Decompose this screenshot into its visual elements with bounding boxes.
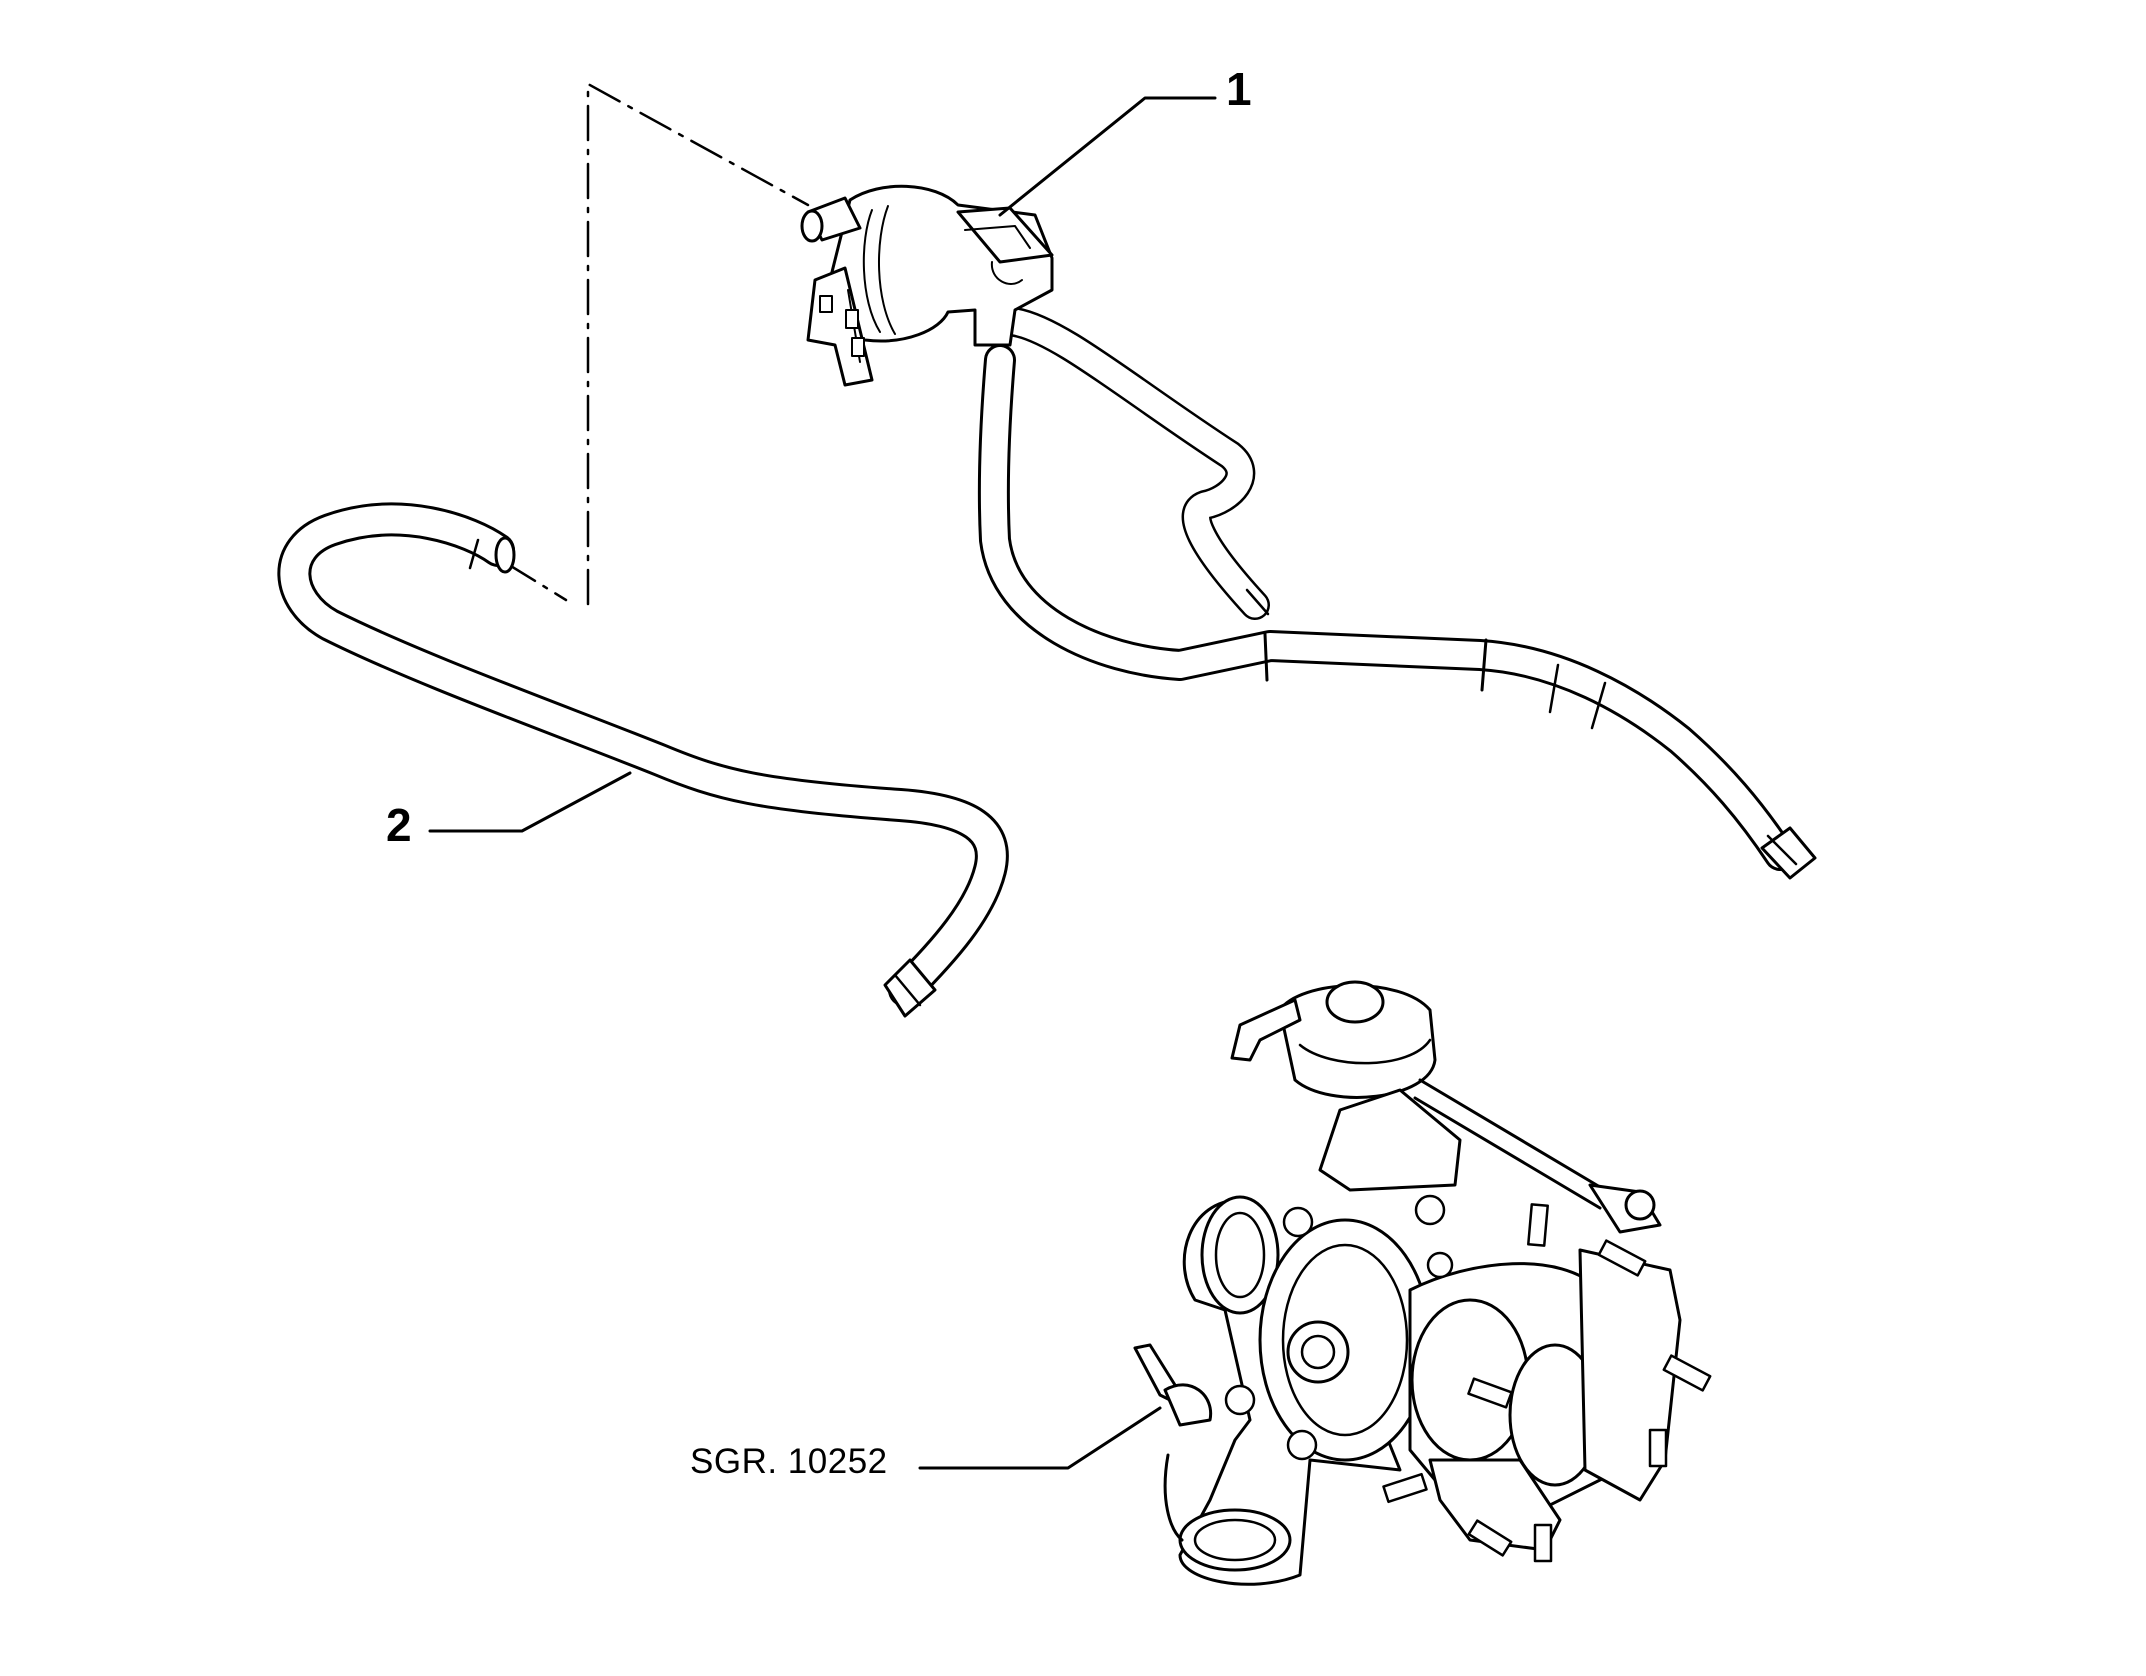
part-2-vacuum-hose: [277, 502, 1009, 1018]
housing-nuts: [1224, 1194, 1454, 1461]
mounting-axis-line: [504, 82, 810, 606]
part-1-solenoid-valve: [800, 184, 1817, 880]
flange-studs: [1382, 1203, 1712, 1563]
turbocharger-assembly: [1133, 980, 1712, 1586]
leader-line-2: [428, 771, 632, 833]
leader-lines: [428, 96, 1217, 1470]
callout-1: 1: [1226, 63, 1252, 115]
leader-line-1: [998, 96, 1217, 217]
reference-label: SGR. 10252: [690, 1442, 888, 1481]
leader-line-sgr: [918, 1406, 1162, 1470]
callout-2: 2: [386, 799, 412, 851]
